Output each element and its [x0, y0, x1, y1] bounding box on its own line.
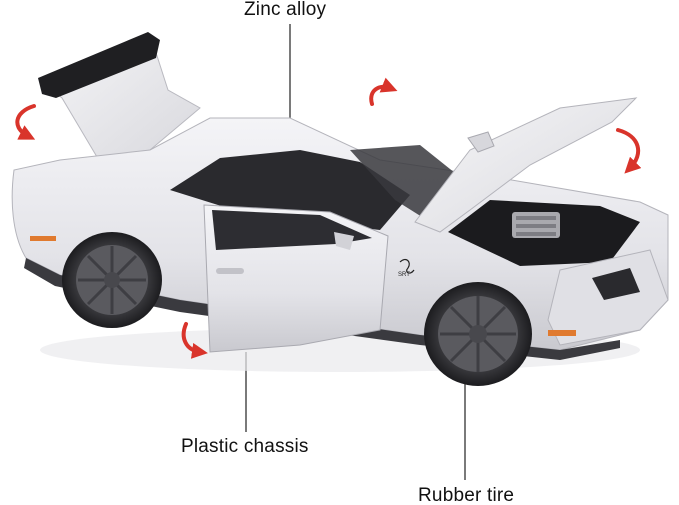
rubber-tire-label: Rubber tire — [418, 485, 515, 505]
rear-wheel — [62, 232, 162, 328]
front-marker-light — [548, 330, 576, 336]
curved-arrow-icon — [369, 77, 398, 106]
demon-logo-icon — [399, 258, 415, 274]
open-door — [203, 204, 389, 353]
zinc-alloy-label: Zinc alloy — [244, 0, 327, 20]
headlight — [592, 268, 640, 300]
front-wheel — [424, 282, 532, 386]
open-hood — [414, 97, 638, 233]
curved-arrow-icon — [181, 322, 208, 359]
curved-arrow-icon — [15, 104, 36, 140]
srt-badge: SRT — [398, 272, 410, 278]
open-trunk-lid — [38, 32, 201, 163]
plastic-chassis-label: Plastic chassis — [181, 436, 309, 457]
side-mirror — [467, 131, 495, 153]
rear-marker-light — [30, 236, 56, 241]
side-window — [170, 150, 410, 230]
curved-arrow-icon — [616, 128, 642, 174]
